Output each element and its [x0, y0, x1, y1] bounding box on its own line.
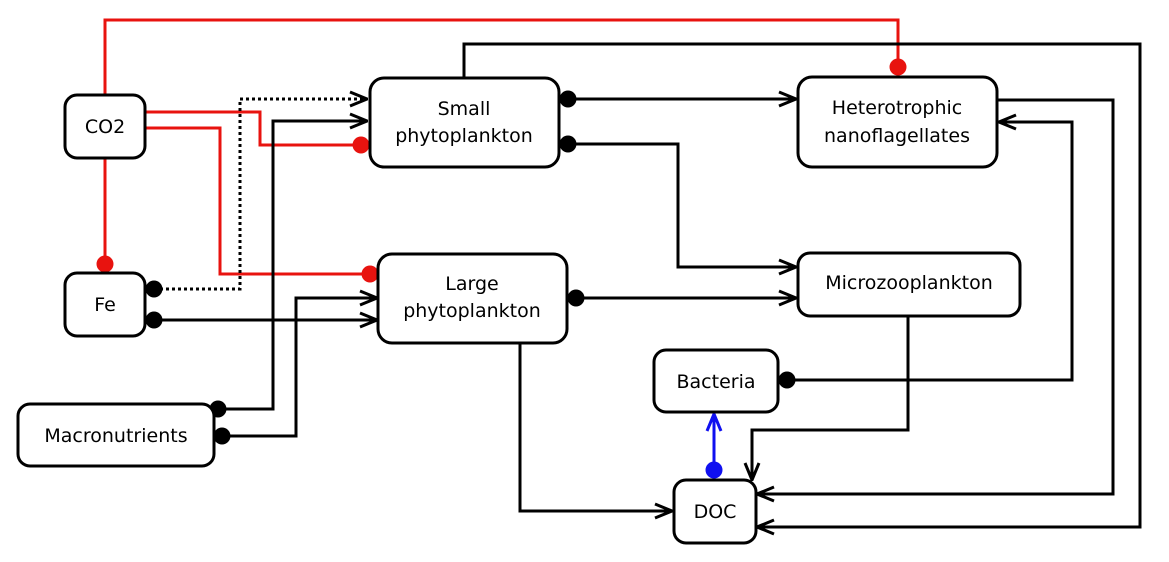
edge-bacteria-hnf-dot [778, 371, 796, 389]
edge-doc-bacteria-dot [705, 461, 723, 479]
edge-bacteria-hnf [787, 122, 1074, 382]
edge-macro-small-phyto [218, 121, 367, 411]
node-small-phytoplankton: Small phytoplankton [368, 76, 561, 169]
node-co2: CO2 [63, 93, 147, 160]
edges [96, 18, 1142, 527]
edge-fe-large-phyto-dot [145, 311, 163, 329]
edge-macro-large-phyto [222, 298, 377, 438]
edge-co2-small-phyto-dot [352, 136, 370, 154]
node-co2-label: CO2 [85, 116, 125, 138]
node-bacteria-label: Bacteria [677, 371, 756, 393]
edge-small-phyto-microzoo [568, 142, 796, 267]
edge-hnf-doc [757, 98, 1115, 494]
node-microzooplankton: Microzooplankton [796, 251, 1022, 318]
node-doc-label: DOC [694, 501, 737, 523]
node-large-phytoplankton: Large phytoplankton [376, 252, 569, 345]
edge-fe-small-phyto-dot [145, 280, 163, 298]
node-hnf-label-line1: Heterotrophic [832, 97, 962, 119]
node-large-phytoplankton-label-line1: Large [445, 273, 498, 295]
node-microzooplankton-label: Microzooplankton [825, 272, 993, 294]
edge-large-phyto-microzoo-dot [567, 289, 585, 307]
node-fe: Fe [63, 271, 147, 338]
edge-small-phyto-hnf-dot [559, 90, 577, 108]
edge-macro-large-phyto-dot [213, 427, 231, 445]
node-heterotrophic-nanoflagellates: Heterotrophic nanoflagellates [796, 75, 999, 169]
edge-co2-large-phyto [145, 126, 370, 276]
node-bacteria: Bacteria [652, 348, 780, 414]
edge-small-phyto-doc [462, 42, 1142, 527]
node-macronutrients-label: Macronutrients [44, 425, 187, 447]
node-fe-label: Fe [94, 294, 116, 316]
edge-fe-small-phyto [154, 99, 367, 291]
edge-co2-large-phyto-dot [361, 265, 379, 283]
edge-large-phyto-doc [518, 344, 672, 511]
edge-microzoo-doc [752, 316, 910, 480]
node-macronutrients: Macronutrients [16, 402, 216, 468]
node-hnf-label-line2: nanoflagellates [824, 125, 970, 147]
node-small-phytoplankton-label-line1: Small [438, 98, 491, 120]
edge-co2-fe-dot [96, 255, 114, 273]
node-small-phytoplankton-label-line2: phytoplankton [395, 125, 533, 147]
node-doc: DOC [672, 478, 758, 545]
node-large-phytoplankton-label-line2: phytoplankton [403, 300, 541, 322]
edge-co2-hnf-dot [889, 58, 907, 76]
edge-small-phyto-microzoo-dot [559, 135, 577, 153]
edge-co2-small-phyto [145, 110, 361, 147]
